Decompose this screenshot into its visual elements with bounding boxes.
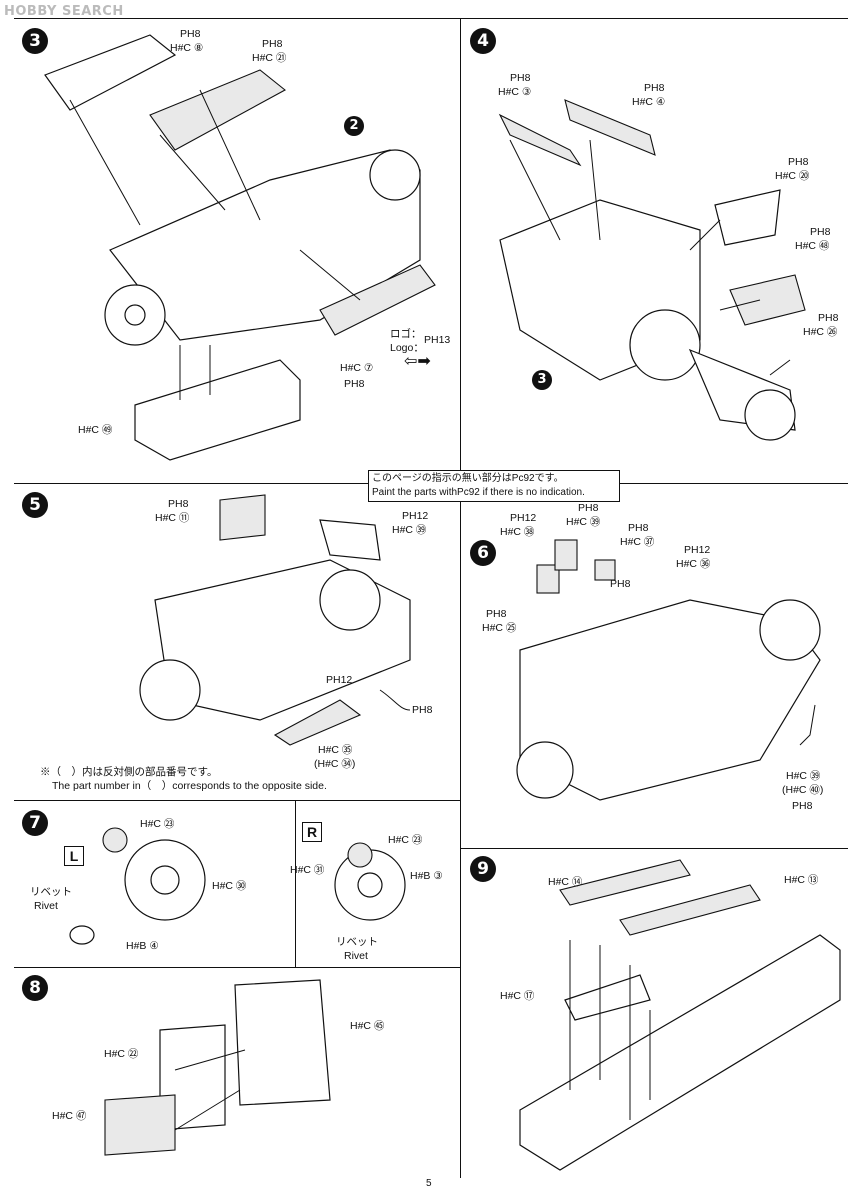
- divider: [295, 800, 296, 967]
- paint-notice: このページの指示の無い部分はPc92です。 Paint the parts wi…: [368, 470, 620, 502]
- step4-drawing: [498, 99, 806, 441]
- divider: [460, 848, 848, 849]
- part-label: (H#C ㊵): [782, 784, 824, 796]
- left-side-badge: L: [64, 846, 84, 866]
- part-label: H#C ㉕: [482, 622, 517, 634]
- part-label: H#C ③: [498, 86, 532, 98]
- part-label: H#C ㊳: [500, 526, 535, 538]
- watermark: HOBBY SEARCH: [4, 4, 124, 19]
- part-label: PH8: [628, 522, 649, 534]
- logo-label-en: Logo：: [390, 342, 424, 354]
- part-label: H#C ㊼: [52, 1110, 87, 1122]
- part-label: H#C ㉟: [318, 744, 353, 756]
- part-label: H#C ㉒: [104, 1048, 139, 1060]
- part-label: PH8: [486, 608, 507, 620]
- part-label: H#C ㉑: [252, 52, 287, 64]
- part-label: H#B ④: [126, 940, 159, 952]
- part-label: PH8: [818, 312, 839, 324]
- step-7-number: 7: [22, 810, 48, 836]
- step7-drawing: [69, 827, 406, 945]
- step-8-number: 8: [22, 975, 48, 1001]
- part-label: H#C ㊽: [795, 240, 830, 252]
- part-label: PH8: [168, 498, 189, 510]
- step3-drawing: [44, 34, 436, 461]
- step9-drawing: [519, 859, 841, 1171]
- part-label: PH8: [262, 38, 283, 50]
- step-4-subassembly-ref: 3: [532, 370, 552, 390]
- step-4-number: 4: [470, 28, 496, 54]
- step-5-number: 5: [22, 492, 48, 518]
- part-label: H#C ⑰: [500, 990, 535, 1002]
- divider: [460, 18, 461, 483]
- logo-paint-code: PH13: [424, 334, 451, 346]
- divider: [14, 800, 460, 801]
- part-label: PH8: [792, 800, 813, 812]
- page-number: 5: [426, 1178, 432, 1189]
- part-label: PH8: [578, 502, 599, 514]
- part-label: H#C ⑦: [340, 362, 374, 374]
- part-label: (H#C ㉞): [314, 758, 356, 770]
- rivet-label-en: Rivet: [34, 900, 58, 912]
- part-label: PH12: [684, 544, 711, 556]
- part-label: PH12: [326, 674, 353, 686]
- part-label: PH8: [788, 156, 809, 168]
- part-label: H#C ㊱: [676, 558, 711, 570]
- paint-notice-jp: このページの指示の無い部分はPc92です。: [372, 473, 564, 484]
- part-label: PH8: [810, 226, 831, 238]
- part-label: PH12: [510, 512, 537, 524]
- double-arrow-icon: ⇦➡: [404, 353, 431, 370]
- divider: [14, 967, 460, 968]
- part-label: H#C ⑬: [784, 874, 819, 886]
- part-label: H#C ㉖: [803, 326, 838, 338]
- step-9-number: 9: [470, 856, 496, 882]
- divider: [460, 848, 461, 1178]
- step8-drawing: [104, 979, 331, 1156]
- part-label: PH8: [180, 28, 201, 40]
- part-label: PH8: [644, 82, 665, 94]
- step-3-subassembly-ref: 2: [344, 116, 364, 136]
- step6-drawing: [516, 539, 821, 801]
- part-label: H#C ㉚: [212, 880, 247, 892]
- step5-drawing: [139, 494, 411, 746]
- part-label: PH12: [402, 510, 429, 522]
- part-label: PH8: [510, 72, 531, 84]
- part-label: H#C ㉓: [388, 834, 423, 846]
- rivet-label-jp: リベット: [30, 886, 72, 898]
- part-label: H#B ③: [410, 870, 443, 882]
- part-label: PH8: [344, 378, 365, 390]
- opposite-side-note-jp: ※（ ）内は反対側の部品番号です。: [40, 766, 218, 778]
- part-label: H#C ㉓: [140, 818, 175, 830]
- divider: [14, 18, 848, 19]
- right-side-badge: R: [302, 822, 322, 842]
- rivet-label-jp: リベット: [336, 936, 378, 948]
- paint-notice-en: Paint the parts withPc92 if there is no …: [372, 487, 585, 498]
- part-label: H#C ㊴: [392, 524, 427, 536]
- part-label: H#C ㊴: [786, 770, 821, 782]
- step-3-number: 3: [22, 28, 48, 54]
- divider: [460, 483, 461, 848]
- part-label: H#C ④: [632, 96, 666, 108]
- part-label: H#C ㉛: [290, 864, 325, 876]
- part-label: H#C ㊾: [78, 424, 113, 436]
- opposite-side-note-en: The part number in（ ）corresponds to the …: [52, 780, 327, 792]
- part-label: H#C ⑭: [548, 876, 583, 888]
- part-label: H#C ㊴: [566, 516, 601, 528]
- part-label: H#C ㊺: [350, 1020, 385, 1032]
- rivet-label-en: Rivet: [344, 950, 368, 962]
- part-label: PH8: [610, 578, 631, 590]
- part-label: H#C ㊲: [620, 536, 655, 548]
- part-label: H#C ⑪: [155, 512, 190, 524]
- logo-label-jp: ロゴ：: [390, 328, 422, 340]
- part-label: PH8: [412, 704, 433, 716]
- part-label: H#C ⑧: [170, 42, 204, 54]
- step-6-number: 6: [470, 540, 496, 566]
- part-label: H#C ⑳: [775, 170, 810, 182]
